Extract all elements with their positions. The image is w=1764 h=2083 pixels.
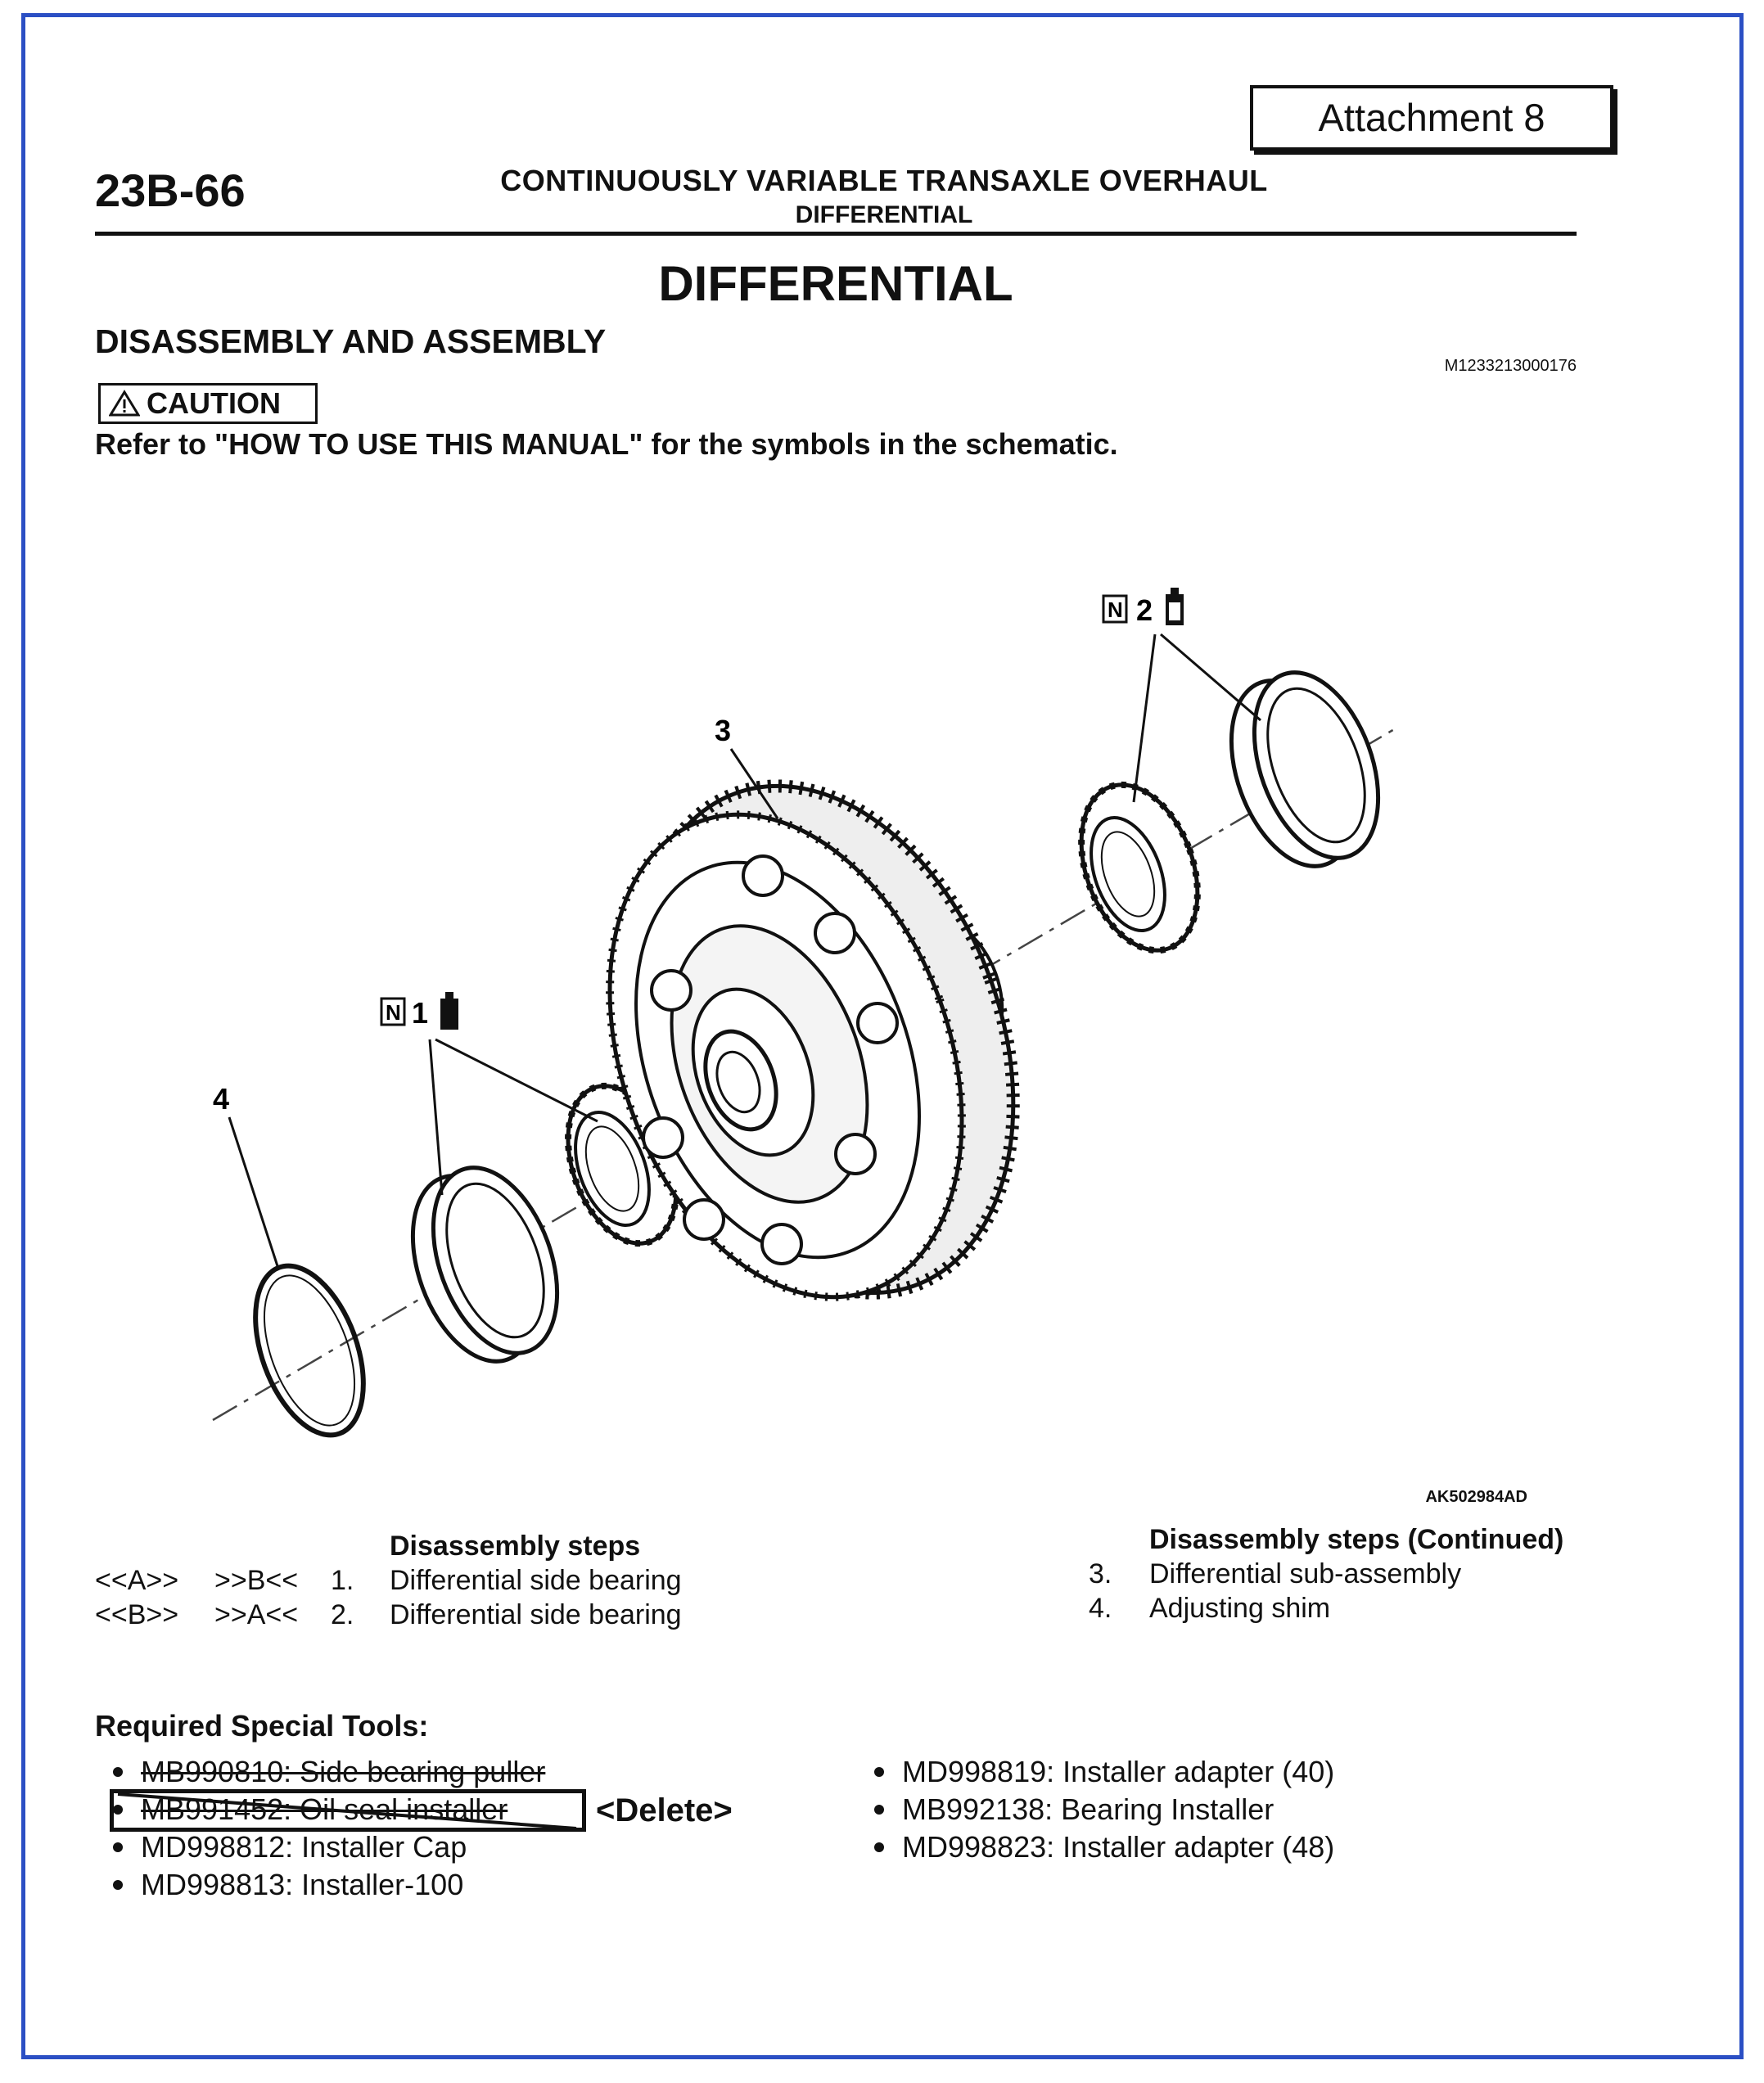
- bullet: [874, 1805, 884, 1815]
- center-axis-line: [212, 727, 1396, 1422]
- page-number: 23B-66: [95, 165, 246, 216]
- bullet: [874, 1842, 884, 1852]
- callout-part-4: 4: [213, 1082, 229, 1116]
- bearing-cone-part-2: [1078, 781, 1201, 954]
- callout-part-1: N 1: [380, 992, 458, 1030]
- n-symbol-box: [380, 997, 406, 1026]
- tool-item: MD998812: Installer Cap: [113, 1830, 467, 1864]
- bearing-outer-race-part-1: [410, 1165, 560, 1364]
- document-id: M1233213000176: [1444, 357, 1577, 375]
- tool-item: MD998819: Installer adapter (40): [874, 1755, 1334, 1789]
- step-number: 2.: [331, 1599, 354, 1630]
- disassembly-continued-heading: Disassembly steps (Continued): [1149, 1524, 1564, 1555]
- n-symbol-text: N: [386, 1000, 401, 1025]
- tool-item: MB992138: Bearing Installer: [874, 1792, 1274, 1827]
- step-number: 4.: [1089, 1593, 1112, 1624]
- subsection-title: DISASSEMBLY AND ASSEMBLY: [95, 322, 607, 360]
- n-symbol-text: N: [1108, 597, 1123, 622]
- disassembly-heading: Disassembly steps: [390, 1531, 641, 1562]
- header-rule: [95, 232, 1577, 236]
- step-ref-b: >>B<<: [214, 1565, 299, 1596]
- tool-text: MB990810: Side bearing puller: [141, 1755, 546, 1788]
- tool-text: MD998823: Installer adapter (48): [902, 1830, 1335, 1864]
- tool-item: MD998823: Installer adapter (48): [874, 1830, 1334, 1864]
- section-title: DIFFERENTIAL: [658, 256, 1013, 311]
- bearing-outer-race-part-2: [1229, 670, 1381, 868]
- bullet: [113, 1767, 123, 1777]
- step-text: Differential side bearing: [390, 1599, 682, 1630]
- step-ref-b: >>A<<: [214, 1599, 299, 1630]
- tool-item: MD998813: Installer-100: [113, 1868, 463, 1902]
- bullet: [874, 1767, 884, 1777]
- step-text: Adjusting shim: [1149, 1593, 1331, 1624]
- bullet: [113, 1842, 123, 1852]
- caution-text: Refer to "HOW TO USE THIS MANUAL" for th…: [95, 427, 1118, 461]
- step-number: 1.: [331, 1565, 354, 1596]
- oil-can-icon: [440, 992, 458, 1030]
- bullet: [113, 1805, 123, 1815]
- delete-mark-box: [110, 1789, 586, 1832]
- callout-1-text: 1: [412, 996, 428, 1030]
- warning-triangle-icon: [109, 390, 140, 417]
- differential-exploded-diagram: 4 3 N 1 N 2: [212, 588, 1396, 1438]
- callout-part-2: N 2: [1102, 588, 1184, 627]
- callout-3-text: 3: [715, 714, 731, 747]
- gear-bolts: [642, 854, 899, 1265]
- delete-note: <Delete>: [596, 1792, 733, 1828]
- tool-item: MB990810: Side bearing puller: [113, 1755, 545, 1789]
- bullet: [113, 1880, 123, 1890]
- caution-label: CAUTION: [147, 386, 281, 420]
- header-subtitle: DIFFERENTIAL: [795, 201, 973, 228]
- header-title: CONTINUOUSLY VARIABLE TRANSAXLE OVERHAUL: [500, 164, 1268, 197]
- leader-lines: [228, 633, 1261, 1269]
- page-frame: [21, 13, 1744, 2059]
- callout-2-text: 2: [1136, 593, 1153, 627]
- callout-part-3: 3: [715, 714, 731, 747]
- step-text: Differential sub-assembly: [1149, 1558, 1462, 1589]
- special-tools-heading: Required Special Tools:: [95, 1709, 429, 1743]
- adjusting-shim-part-4: [253, 1263, 366, 1438]
- callout-4-text: 4: [213, 1082, 229, 1116]
- step-ref-a: <<B>>: [95, 1599, 179, 1630]
- step-text: Differential side bearing: [390, 1565, 682, 1596]
- differential-gear-part-3: [606, 779, 1020, 1301]
- tool-text: MD998813: Installer-100: [141, 1868, 464, 1901]
- delete-strike-line: [117, 1792, 577, 1830]
- tool-text: MD998812: Installer Cap: [141, 1830, 467, 1864]
- attachment-label: Attachment 8: [1250, 85, 1613, 151]
- n-symbol-box: [1102, 594, 1128, 624]
- step-number: 3.: [1089, 1558, 1112, 1589]
- oil-can-icon: [1166, 588, 1184, 625]
- step-ref-a: <<A>>: [95, 1565, 179, 1596]
- figure-id: AK502984AD: [1425, 1488, 1527, 1506]
- caution-box: CAUTION: [98, 383, 318, 424]
- tool-text: MB992138: Bearing Installer: [902, 1792, 1275, 1826]
- tool-text: MD998819: Installer adapter (40): [902, 1755, 1335, 1788]
